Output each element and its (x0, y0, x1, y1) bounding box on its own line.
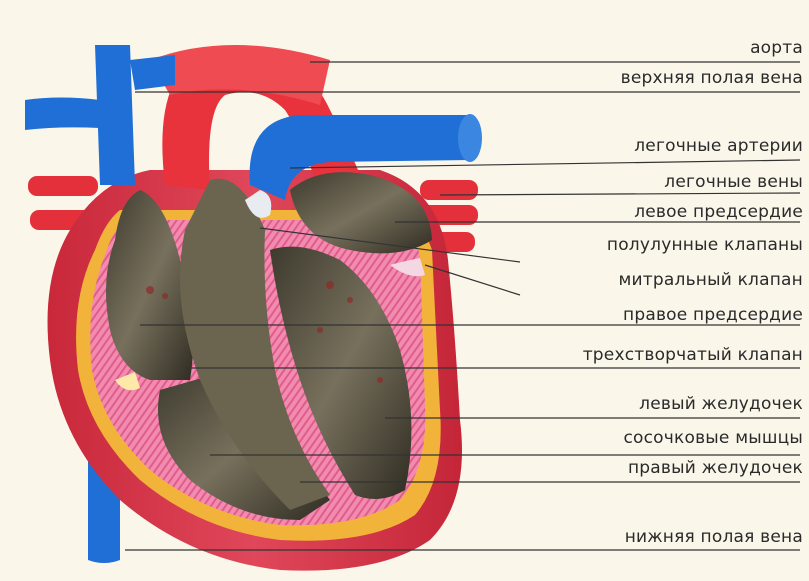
label-right-atrium: правое предсердие (623, 305, 803, 325)
label-papillary-muscles: сосочковые мышцы (623, 428, 803, 448)
label-mitral-valve: митральный клапан (619, 270, 803, 290)
label-aorta: аорта (750, 38, 803, 58)
svc-branch-2 (130, 55, 175, 90)
label-right-ventricle: правый желудочек (628, 458, 803, 478)
pulmonary-artery-end (458, 114, 482, 162)
superior-vena-cava (95, 45, 135, 185)
label-inferior-vena-cava: нижняя полая вена (625, 527, 803, 547)
label-superior-vena-cava: верхняя полая вена (621, 68, 803, 88)
label-pulmonary-veins: легочные вены (664, 172, 803, 192)
label-semilunar-valves: полулунные клапаны (607, 235, 803, 255)
svc-branch (25, 98, 100, 131)
label-left-atrium: левое предсердие (634, 202, 803, 222)
leader-pulm-veins (440, 193, 800, 195)
label-pulmonary-arteries: легочные артерии (634, 136, 803, 156)
label-tricuspid-valve: трехстворчатый клапан (583, 345, 803, 365)
label-left-ventricle: левый желудочек (639, 394, 803, 414)
